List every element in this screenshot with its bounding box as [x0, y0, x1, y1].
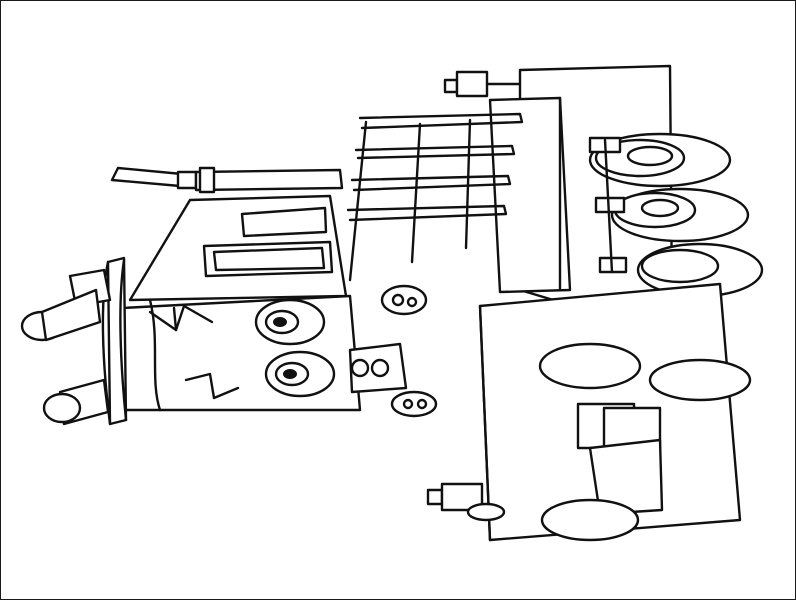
front-box [478, 282, 742, 542]
lower-bumper [426, 358, 752, 542]
smokestacks [110, 166, 344, 194]
front-buffers [20, 268, 112, 426]
wheels-upper [588, 132, 764, 298]
cab [128, 194, 348, 302]
top-coupler [443, 70, 522, 98]
railings [346, 112, 524, 282]
train-face [118, 284, 438, 418]
